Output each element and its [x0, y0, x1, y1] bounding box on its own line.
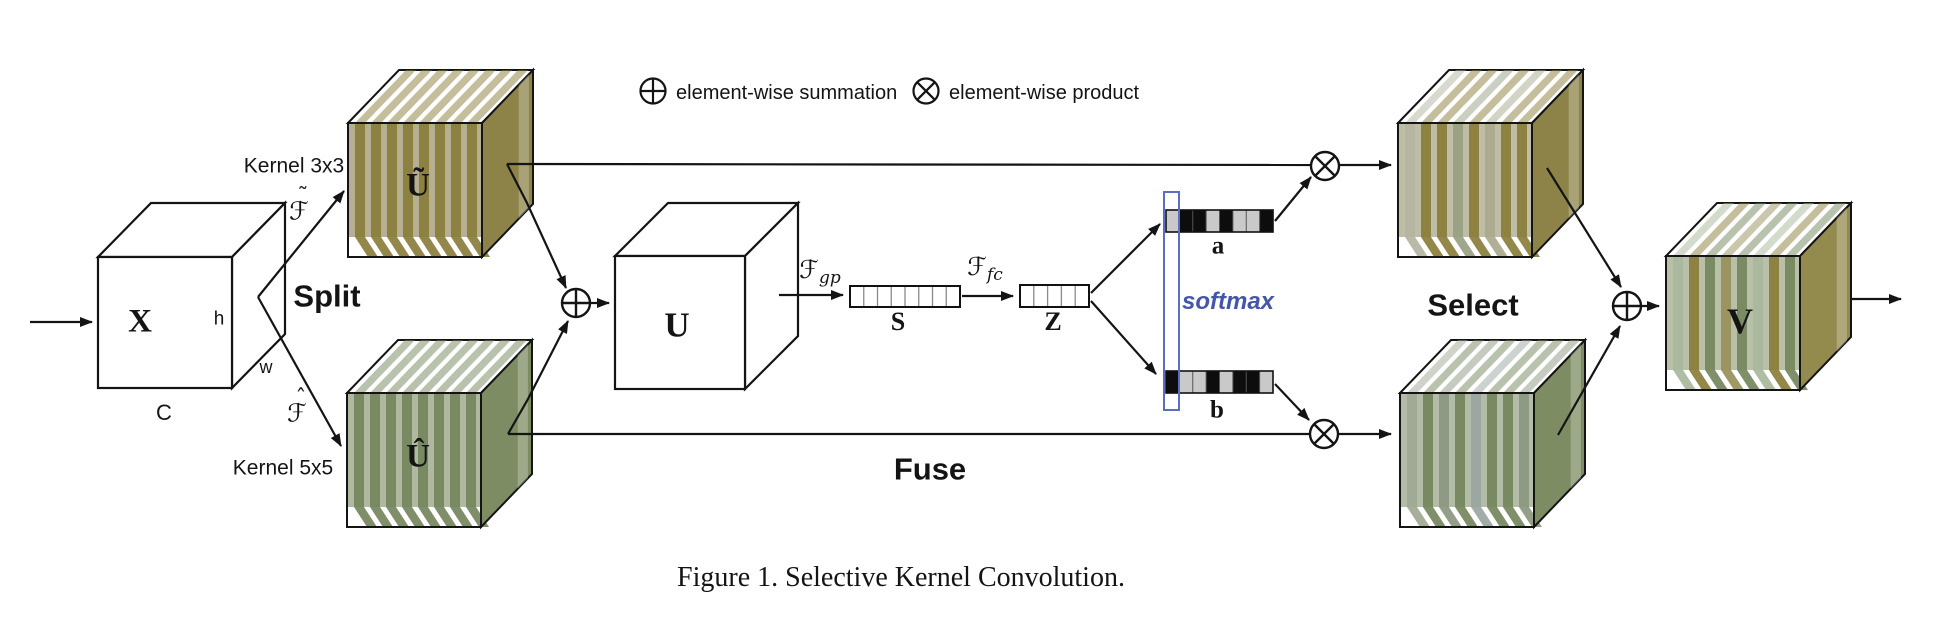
- input-tensor-label: X: [128, 303, 152, 340]
- ftilde-operator-label: ℱ˜: [289, 186, 309, 226]
- u-tensor-cube: [612, 200, 801, 392]
- fgp-sub: gp: [818, 268, 841, 288]
- select-sum-icon: [1611, 290, 1643, 322]
- uhat-tensor-label: Û: [406, 438, 430, 475]
- u-tensor-label: U: [664, 305, 690, 345]
- ffc-operator-label: ℱfc: [967, 254, 1002, 284]
- legend-product-label: element-wise product: [949, 82, 1140, 104]
- z-vector-bar: [1019, 284, 1090, 308]
- v-tensor-label: V: [1727, 301, 1753, 341]
- b-vector-label: b: [1210, 396, 1224, 424]
- fuse-sum-icon: [560, 287, 592, 319]
- height-dim-label: h: [213, 308, 225, 330]
- ffc-base: ℱ: [967, 252, 987, 281]
- utilde-feature-stack: [345, 67, 536, 260]
- legend-summation-label: element-wise summation: [676, 82, 898, 104]
- product-b-icon: [1308, 418, 1340, 450]
- z-vector-label: Z: [1044, 307, 1062, 336]
- fhat-accent: ˆ: [295, 386, 307, 412]
- figure-caption: Figure 1. Selective Kernel Convolution.: [677, 562, 1125, 593]
- v-output-stack: [1663, 200, 1854, 393]
- channel-dim-label: C: [156, 400, 172, 425]
- s-vector-label: S: [890, 307, 906, 336]
- ffc-sub: fc: [986, 265, 1003, 285]
- fhat-base: ℱ: [287, 398, 307, 428]
- ftilde-accent: ˜: [297, 184, 309, 210]
- a-vector-label: a: [1211, 232, 1225, 260]
- b-vector-bar: [1165, 370, 1274, 394]
- fgp-base: ℱ: [799, 255, 819, 284]
- select-stage-label: Select: [1427, 287, 1519, 323]
- weighted-b-feature-stack: [1397, 337, 1588, 530]
- width-dim-label: w: [259, 357, 273, 377]
- ftilde-base: ℱ: [289, 196, 309, 226]
- a-vector-bar: [1165, 209, 1274, 233]
- fgp-operator-label: ℱgp: [799, 257, 840, 287]
- fuse-stage-label: Fuse: [893, 451, 967, 487]
- s-vector-bar: [849, 285, 961, 308]
- weighted-a-feature-stack: [1395, 67, 1586, 260]
- circle-plus-icon: [639, 77, 667, 105]
- kernel-3x3-label: Kernel 3x3: [243, 154, 345, 178]
- circle-times-icon: [912, 77, 940, 105]
- input-tensor-cube: [95, 200, 288, 391]
- softmax-label: softmax: [1181, 288, 1275, 315]
- arrows-and-lines: [30, 160, 1902, 447]
- kernel-5x5-label: Kernel 5x5: [232, 456, 334, 480]
- uhat-feature-stack: [344, 337, 535, 530]
- utilde-tensor-label: Ũ: [406, 167, 430, 204]
- split-stage-label: Split: [293, 278, 361, 314]
- product-a-icon: [1309, 150, 1341, 182]
- softmax-box: [1163, 191, 1180, 411]
